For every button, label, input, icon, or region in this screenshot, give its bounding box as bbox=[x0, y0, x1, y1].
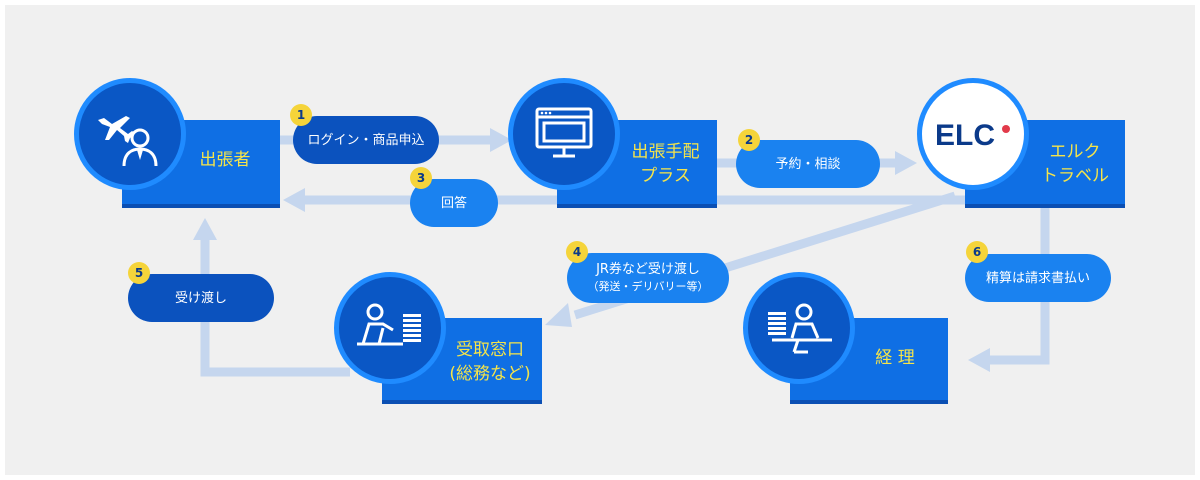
arrowhead-4 bbox=[545, 303, 572, 327]
elc-circle: ELC bbox=[917, 78, 1029, 190]
step-6-text: 精算は請求書払い bbox=[985, 270, 1090, 286]
step-5-text: 受け渡し bbox=[174, 290, 227, 306]
elc-logo: ELC bbox=[935, 119, 1010, 152]
arrowhead-2 bbox=[895, 151, 917, 175]
arrowhead-1 bbox=[490, 128, 512, 152]
step-1-pill: ログイン・商品申込 bbox=[293, 116, 439, 164]
svg-text:ELC: ELC bbox=[935, 119, 995, 152]
step-2-text: 予約・相談 bbox=[775, 156, 841, 172]
plus-circle bbox=[508, 78, 620, 190]
step-3-pill: 回答 bbox=[410, 179, 498, 227]
step-2-badge: 2 bbox=[738, 129, 760, 151]
step-4-subtext: （発送・デリバリー等） bbox=[587, 280, 709, 293]
step-3-badge: 3 bbox=[410, 167, 432, 189]
step-3-text: 回答 bbox=[440, 195, 467, 211]
step-2-pill: 予約・相談 bbox=[736, 140, 880, 188]
arrowhead-5 bbox=[193, 218, 217, 240]
step-5-badge: 5 bbox=[128, 262, 150, 284]
counter-label: 受取窓口 (総務など) bbox=[449, 340, 531, 384]
arrowhead-3 bbox=[283, 188, 305, 212]
step-6-pill: 精算は請求書払い bbox=[965, 254, 1111, 302]
step-5-pill: 受け渡し bbox=[128, 274, 274, 322]
step-1-badge: 1 bbox=[290, 104, 312, 126]
step-6-badge: 6 bbox=[966, 241, 988, 263]
counter-circle bbox=[334, 272, 446, 384]
plus-label: 出張手配 プラス bbox=[631, 142, 700, 186]
desk-person-documents-icon bbox=[768, 303, 832, 354]
traveler-circle bbox=[74, 78, 186, 190]
airplane-businessman-icon bbox=[98, 116, 158, 167]
accounting-label: 経 理 bbox=[875, 348, 915, 368]
step-4-badge: 4 bbox=[566, 241, 588, 263]
accounting-circle bbox=[743, 272, 855, 384]
desk-person-documents-icon bbox=[357, 303, 421, 346]
arrowhead-6 bbox=[968, 348, 990, 372]
traveler-label: 出張者 bbox=[199, 150, 251, 170]
elc-label: エルク トラベル bbox=[1041, 142, 1109, 186]
step-4-text: JR券など受け渡し bbox=[596, 262, 700, 277]
computer-monitor-icon bbox=[535, 107, 593, 158]
step-4-pill: JR券など受け渡し （発送・デリバリー等） bbox=[567, 253, 729, 303]
step-1-text: ログイン・商品申込 bbox=[307, 132, 425, 148]
